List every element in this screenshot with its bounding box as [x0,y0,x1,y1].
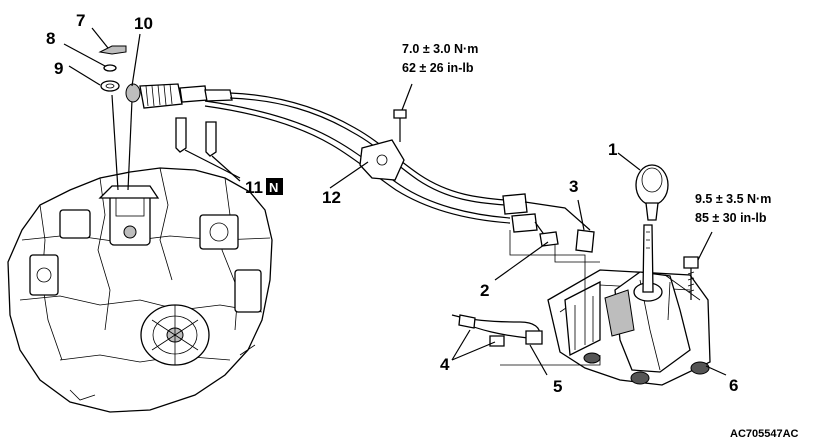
torque-top-nm: 7.0 ± 3.0 N·m [402,42,478,56]
callout-1: 1 [608,140,617,159]
callout-7: 7 [76,11,85,30]
torque-right-inlb: 85 ± 30 in-lb [695,211,767,225]
torque-top-inlb: 62 ± 26 in-lb [402,61,474,75]
cable-end-part-10 [125,83,141,103]
mounting-bolt [683,256,699,300]
callout-11: 11 [245,178,263,197]
callout-9: 9 [54,59,63,78]
shift-lever-assembly [509,164,711,386]
callout-5: 5 [553,377,562,396]
callout-3: 3 [569,177,578,196]
clip-part-7 [98,45,127,55]
callout-4: 4 [440,355,450,374]
callout-12: 12 [322,188,341,207]
callout-8: 8 [46,29,55,48]
callouts: 7 8 9 10 11 N 12 1 3 2 4 5 6 [46,11,738,396]
leader-lines [63,27,727,376]
wiring-harness [451,314,601,366]
callout-10: 10 [134,14,153,33]
bushing-part-9 [100,80,120,92]
torque-spec-lever-bolt: 9.5 ± 3.5 N·m 85 ± 30 in-lb [695,192,771,225]
transaxle-illustration [7,94,273,413]
washer-part-8 [103,64,117,72]
shift-cables [139,83,595,253]
torque-right-nm: 9.5 ± 3.5 N·m [695,192,771,206]
figure-code: AC705547AC [730,428,799,440]
callout-6: 6 [729,376,738,395]
callout-2: 2 [480,281,489,300]
shift-knob-part-1 [635,164,669,221]
callout-11-badge: N [269,180,278,195]
new-part-badge [266,178,283,195]
torque-spec-cable-bracket: 7.0 ± 3.0 N·m 62 ± 26 in-lb [402,42,478,75]
